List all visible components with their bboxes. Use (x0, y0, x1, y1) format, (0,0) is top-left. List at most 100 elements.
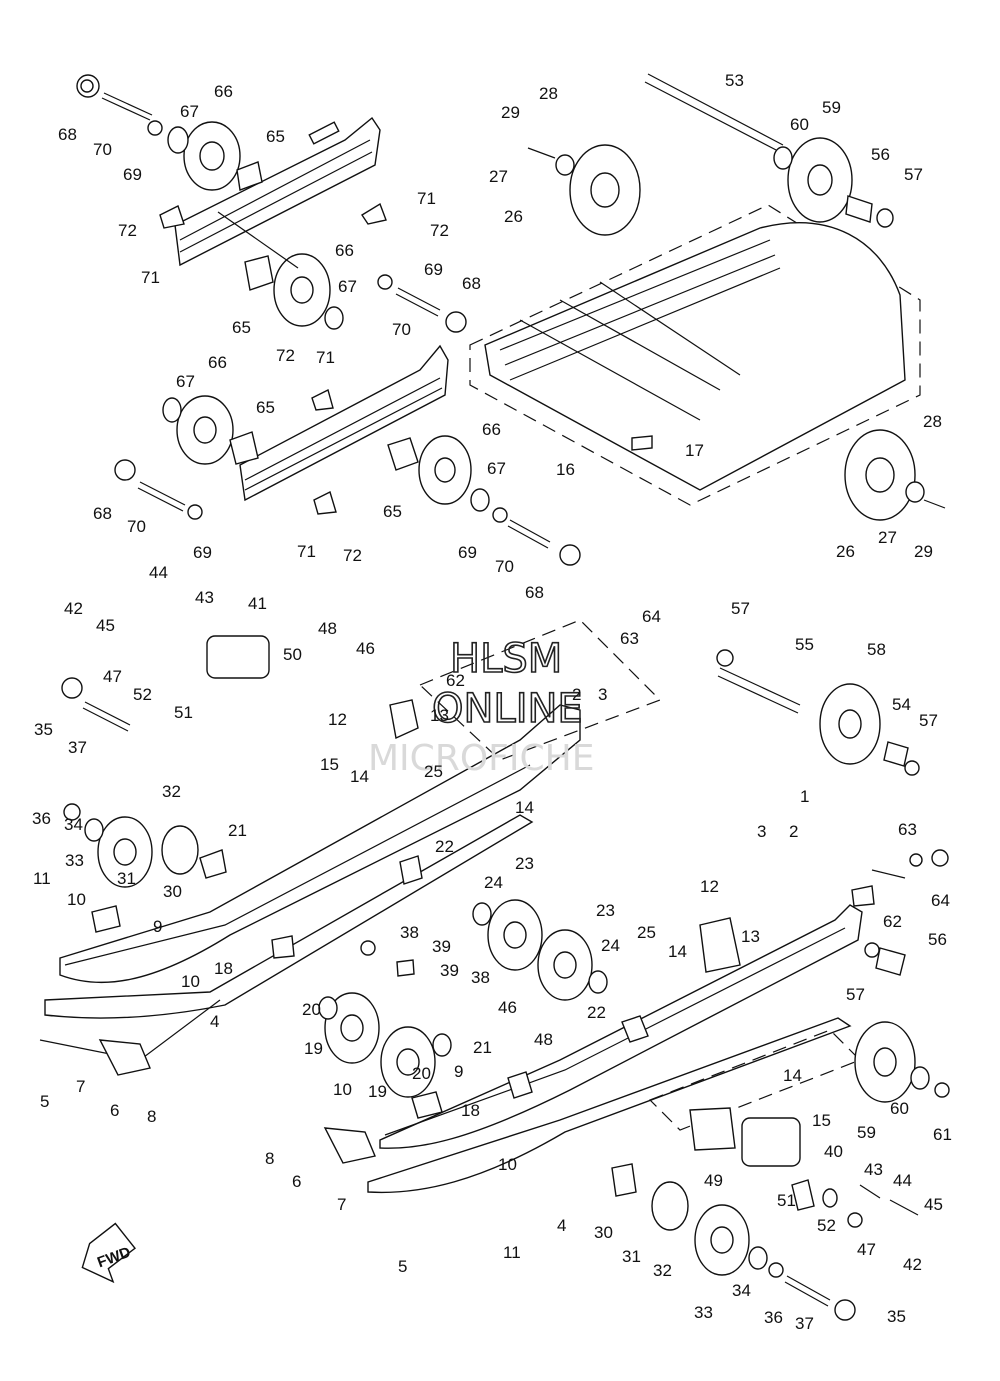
part-number-14: 14 (783, 1066, 802, 1085)
part-number-68: 68 (93, 504, 112, 523)
part-number-57: 57 (846, 985, 865, 1004)
left-slide-rail-assembly (39, 619, 662, 1098)
part-number-72: 72 (343, 546, 362, 565)
part-number-16: 16 (556, 460, 575, 479)
part-number-19: 19 (368, 1082, 387, 1101)
part-number-10: 10 (181, 972, 200, 991)
part-number-12: 12 (328, 710, 347, 729)
part-number-10: 10 (333, 1080, 352, 1099)
track-assembly (469, 73, 946, 521)
part-number-33: 33 (65, 851, 84, 870)
part-number-2: 2 (789, 822, 798, 841)
part-number-67: 67 (180, 102, 199, 121)
part-number-19: 19 (304, 1039, 323, 1058)
part-number-63: 63 (898, 820, 917, 839)
part-number-71: 71 (141, 268, 160, 287)
part-number-57: 57 (731, 599, 750, 618)
part-number-57: 57 (904, 165, 923, 184)
part-number-31: 31 (622, 1247, 641, 1266)
part-number-68: 68 (58, 125, 77, 144)
part-number-29: 29 (501, 103, 520, 122)
part-number-69: 69 (123, 165, 142, 184)
mid-left-wheel-assembly (114, 344, 581, 566)
part-number-68: 68 (525, 583, 544, 602)
part-number-70: 70 (495, 557, 514, 576)
part-number-33: 33 (694, 1303, 713, 1322)
part-number-69: 69 (193, 543, 212, 562)
part-number-15: 15 (812, 1111, 831, 1130)
part-number-11: 11 (33, 869, 51, 888)
part-number-32: 32 (162, 782, 181, 801)
watermark-line2: ONLINE (432, 686, 583, 732)
part-number-37: 37 (795, 1314, 814, 1333)
part-number-38: 38 (471, 968, 490, 987)
part-number-24: 24 (484, 873, 503, 892)
part-number-27: 27 (489, 167, 508, 186)
part-number-31: 31 (117, 869, 136, 888)
part-number-70: 70 (392, 320, 411, 339)
part-number-68: 68 (462, 274, 481, 293)
part-number-43: 43 (864, 1160, 883, 1179)
part-number-3: 3 (598, 685, 607, 704)
upper-left-wheel-assembly (76, 74, 467, 333)
part-number-3: 3 (757, 822, 766, 841)
part-number-57: 57 (919, 711, 938, 730)
part-number-22: 22 (435, 837, 454, 856)
part-number-13: 13 (741, 927, 760, 946)
part-number-9: 9 (153, 917, 162, 936)
part-number-15: 15 (320, 755, 339, 774)
part-number-12: 12 (700, 877, 719, 896)
part-number-65: 65 (383, 502, 402, 521)
part-number-52: 52 (817, 1216, 836, 1235)
part-number-20: 20 (412, 1064, 431, 1083)
part-number-71: 71 (316, 348, 335, 367)
part-number-7: 7 (337, 1195, 346, 1214)
part-number-71: 71 (417, 189, 436, 208)
part-number-65: 65 (266, 127, 285, 146)
part-number-67: 67 (176, 372, 195, 391)
part-number-56: 56 (928, 930, 947, 949)
part-number-26: 26 (836, 542, 855, 561)
part-number-45: 45 (924, 1195, 943, 1214)
part-number-6: 6 (110, 1101, 119, 1120)
part-number-42: 42 (64, 599, 83, 618)
watermark-line3: MICROFICHE (368, 738, 594, 779)
part-number-58: 58 (867, 640, 886, 659)
part-number-17: 17 (685, 441, 704, 460)
part-number-20: 20 (302, 1000, 321, 1019)
part-number-7: 7 (76, 1077, 85, 1096)
part-number-51: 51 (777, 1191, 796, 1210)
part-number-72: 72 (276, 346, 295, 365)
part-number-44: 44 (149, 563, 168, 582)
part-number-34: 34 (64, 815, 83, 834)
part-number-67: 67 (338, 277, 357, 296)
part-number-64: 64 (642, 607, 661, 626)
part-number-28: 28 (923, 412, 942, 431)
part-number-48: 48 (534, 1030, 553, 1049)
part-number-11: 11 (503, 1243, 521, 1262)
part-number-65: 65 (256, 398, 275, 417)
part-number-61: 61 (933, 1125, 952, 1144)
part-number-22: 22 (587, 1003, 606, 1022)
part-number-6: 6 (292, 1172, 301, 1191)
part-number-14: 14 (515, 798, 534, 817)
part-number-5: 5 (398, 1257, 407, 1276)
part-number-72: 72 (430, 221, 449, 240)
part-number-39: 39 (440, 961, 459, 980)
part-number-8: 8 (265, 1149, 274, 1168)
watermark: HLSM ONLINE MICROFICHE (368, 635, 594, 779)
part-number-21: 21 (473, 1038, 492, 1057)
part-number-28: 28 (539, 84, 558, 103)
part-number-2: 2 (572, 685, 581, 704)
part-number-30: 30 (163, 882, 182, 901)
part-number-71: 71 (297, 542, 316, 561)
part-number-13: 13 (430, 706, 449, 725)
part-number-62: 62 (446, 671, 465, 690)
part-number-36: 36 (32, 809, 51, 828)
part-number-4: 4 (557, 1216, 566, 1235)
part-number-45: 45 (96, 616, 115, 635)
part-number-40: 40 (824, 1142, 843, 1161)
watermark-line1: HLSM (450, 636, 562, 682)
part-number-9: 9 (454, 1062, 463, 1081)
part-number-44: 44 (893, 1171, 912, 1190)
